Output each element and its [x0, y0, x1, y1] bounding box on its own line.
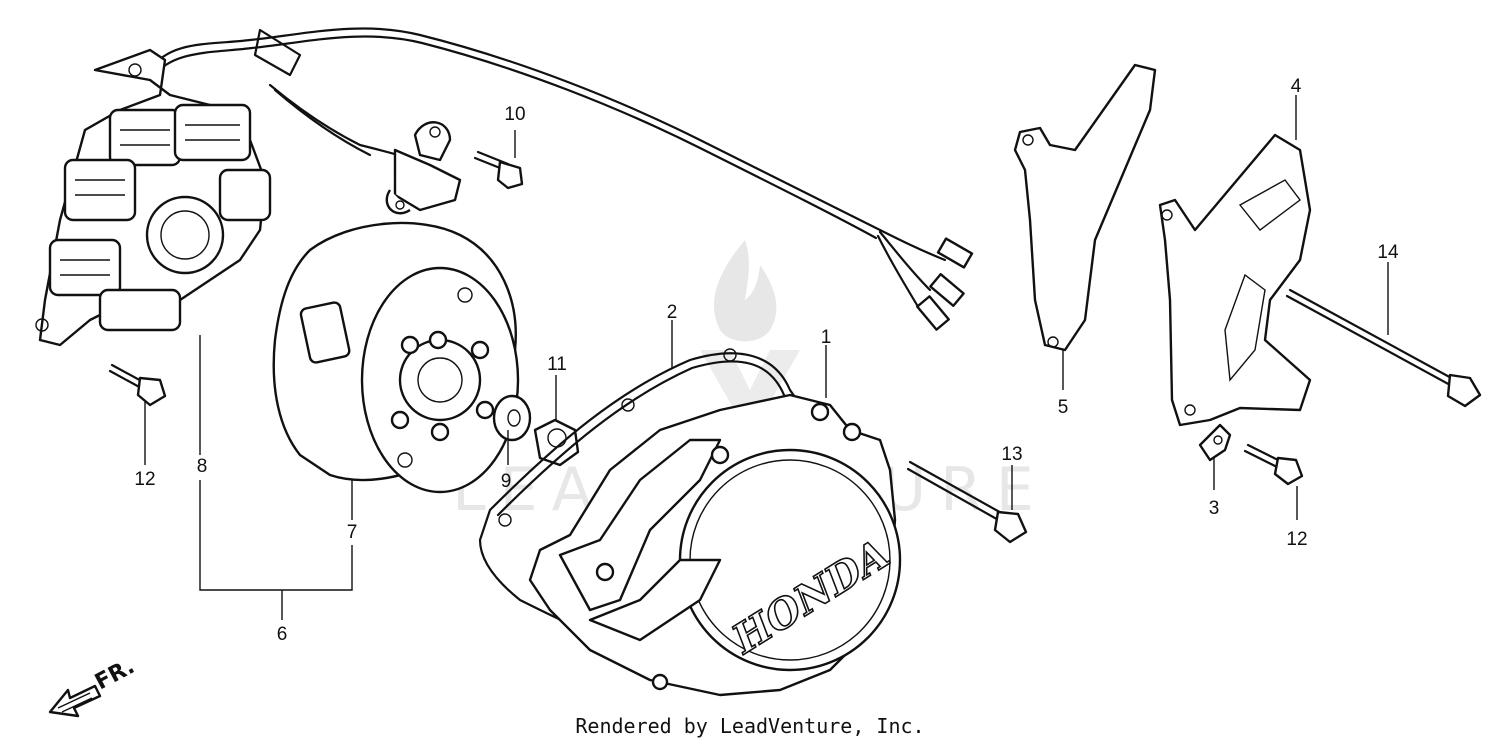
guard-plate-5 [1013, 63, 1157, 352]
bolt-12-left [108, 363, 167, 407]
callout-7: 7 [347, 522, 358, 543]
flange-nut [533, 418, 580, 467]
pulse-generator [385, 121, 462, 215]
callout-4: 4 [1291, 76, 1302, 97]
callout-10: 10 [504, 104, 525, 125]
bolt-10 [473, 150, 524, 190]
callout-11: 11 [547, 354, 567, 375]
flywheel [272, 221, 520, 494]
callout-8: 8 [197, 456, 208, 477]
bolt-12-right [1243, 443, 1304, 486]
callout-1: 1 [821, 327, 832, 348]
callout-12-right: 12 [1286, 529, 1307, 550]
callout-13: 13 [1001, 444, 1022, 465]
callout-9: 9 [501, 471, 512, 492]
wire-harness [148, 27, 974, 331]
callout-5: 5 [1058, 397, 1069, 418]
clip-3 [1198, 423, 1232, 462]
callout-labels: 1 2 3 4 5 6 7 8 9 10 11 12 12 13 14 [134, 76, 1399, 645]
callout-12-left: 12 [134, 469, 155, 490]
washer [492, 394, 532, 442]
bolt-13 [906, 460, 1028, 544]
crankcase-cover: HONDA [528, 393, 902, 697]
leader-lines [144, 95, 1389, 620]
callout-3: 3 [1209, 498, 1220, 519]
guard-plate-4 [1158, 133, 1312, 427]
bolt-14 [1285, 288, 1482, 408]
front-direction-arrow: FR. [48, 654, 139, 718]
footer-credit: Rendered by LeadVenture, Inc. [575, 714, 925, 738]
callout-14: 14 [1377, 242, 1399, 263]
callout-2: 2 [667, 302, 678, 323]
stator [35, 48, 272, 347]
front-direction-label: FR. [91, 654, 139, 695]
callout-6: 6 [277, 624, 288, 645]
